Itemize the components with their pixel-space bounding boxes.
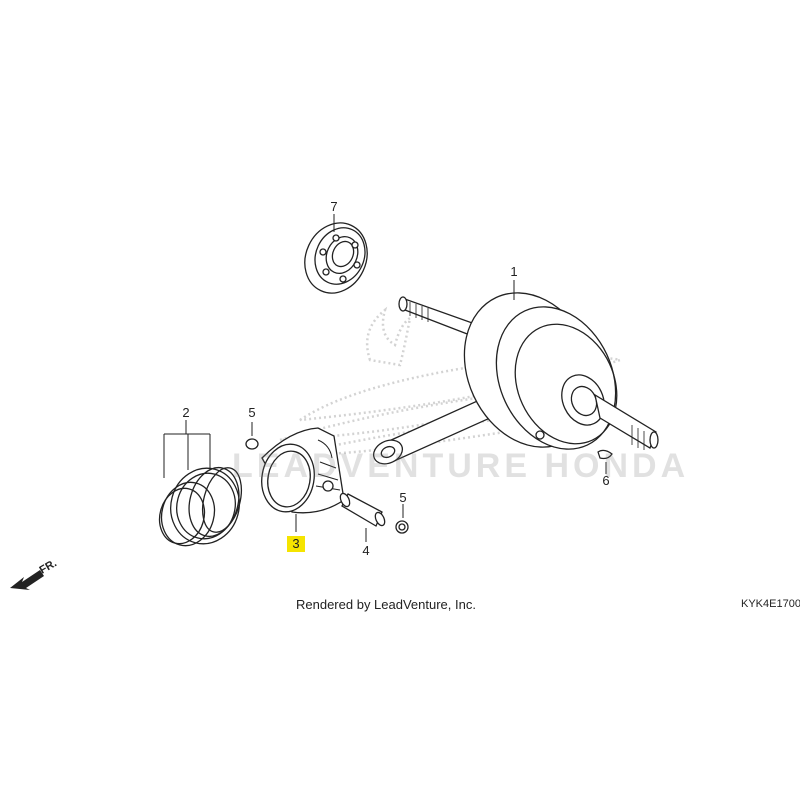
watermark-text: LEADVENTURE HONDA: [232, 447, 690, 485]
callout-1[interactable]: 1: [510, 264, 518, 279]
clip-part-5-upper[interactable]: [245, 438, 259, 450]
credit-text: Rendered by LeadVenture, Inc.: [296, 597, 476, 612]
callout-5-upper[interactable]: 5: [248, 405, 256, 420]
bearing-part-7[interactable]: [294, 213, 379, 304]
front-arrow-label: FR.: [38, 557, 59, 576]
ring-leader-lines: [163, 420, 211, 478]
diagram-code: KYK4E1700: [741, 598, 800, 610]
callout-7[interactable]: 7: [330, 199, 338, 214]
callout-3-highlighted[interactable]: 3: [287, 536, 305, 552]
key-part-6[interactable]: [597, 449, 613, 460]
callout-4[interactable]: 4: [362, 543, 370, 558]
front-arrow-icon: [10, 570, 44, 590]
piston-part-3[interactable]: [256, 427, 345, 516]
crankshaft-part-1[interactable]: [370, 271, 659, 468]
callout-2[interactable]: 2: [182, 405, 190, 420]
piston-ring-set-part-2[interactable]: [154, 460, 248, 551]
callout-5-lower[interactable]: 5: [399, 490, 407, 505]
clip-part-5-lower[interactable]: [395, 520, 409, 534]
callout-6[interactable]: 6: [602, 473, 610, 488]
piston-pin-part-4[interactable]: [338, 492, 386, 527]
